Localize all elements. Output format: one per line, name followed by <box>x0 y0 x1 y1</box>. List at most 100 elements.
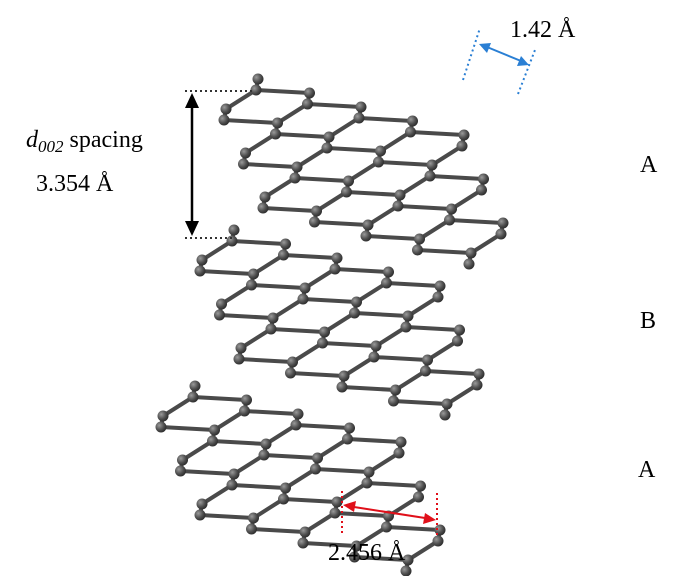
carbon-bond <box>281 497 339 504</box>
carbon-atom <box>319 326 330 338</box>
carbon-bond <box>365 481 423 488</box>
carbon-atom <box>439 409 451 421</box>
carbon-atom <box>361 477 373 489</box>
carbon-bond <box>212 409 247 432</box>
carbon-bond <box>447 218 505 225</box>
carbon-bond <box>345 437 403 444</box>
carbon-atom <box>218 114 230 126</box>
carbon-bond <box>342 355 376 378</box>
carbon-bond <box>469 232 503 255</box>
carbon-atom <box>393 447 405 459</box>
carbon-atom <box>415 480 426 492</box>
carbon-bond <box>376 160 434 167</box>
carbon-atom <box>248 512 259 524</box>
carbon-atom <box>297 537 309 549</box>
carbon-atom <box>373 156 384 168</box>
spacing-arrow-head-bottom <box>185 221 199 236</box>
carbon-bond <box>417 218 452 241</box>
carbon-atom <box>233 353 245 365</box>
carbon-bond <box>237 357 295 364</box>
bond-arrow-head-right <box>517 56 529 66</box>
carbon-bond <box>430 144 464 167</box>
carbon-atom <box>285 367 296 379</box>
carbon-atom <box>351 296 362 308</box>
carbon-atom <box>495 228 507 240</box>
carbon-bond <box>290 341 325 364</box>
carbon-bond <box>366 204 400 227</box>
carbon-bond <box>449 188 484 211</box>
carbon-atom <box>196 498 208 510</box>
carbon-bond <box>180 439 215 462</box>
carbon-atom <box>395 436 407 448</box>
carbon-bond <box>288 371 346 378</box>
carbon-atom <box>312 452 323 464</box>
carbon-atom <box>241 394 252 406</box>
carbon-atom <box>270 128 281 140</box>
carbon-atom <box>446 203 457 215</box>
carbon-bond <box>374 325 408 348</box>
carbon-bond <box>357 116 415 123</box>
carbon-atom <box>390 384 401 396</box>
carbon-atom <box>297 293 309 305</box>
carbon-atom <box>452 335 463 347</box>
carbon-bond <box>230 239 288 246</box>
carbon-bond <box>335 481 369 504</box>
carbon-atom <box>341 186 352 198</box>
carbon-bond <box>312 220 370 227</box>
carbon-atom <box>434 524 446 536</box>
carbon-atom <box>216 298 227 310</box>
carbon-atom <box>497 217 509 229</box>
carbon-atom <box>402 310 414 322</box>
carbon-atom <box>155 421 167 433</box>
carbon-atom <box>228 224 240 236</box>
lattice-arrow-head-right <box>423 513 436 524</box>
carbon-atom <box>248 268 259 280</box>
carbon-bond <box>325 146 383 153</box>
carbon-atom <box>177 454 188 466</box>
carbon-atom <box>476 184 487 196</box>
spacing-arrow-head-top <box>185 93 199 108</box>
carbon-atom <box>196 254 208 266</box>
carbon-bond <box>243 132 278 155</box>
bond-arrow-head-left <box>479 43 491 53</box>
carbon-atom <box>321 142 333 154</box>
carbon-bond <box>293 176 351 183</box>
carbon-atom <box>463 258 475 270</box>
carbon-bond <box>408 130 466 137</box>
carbon-bond <box>264 423 298 446</box>
carbon-bond <box>161 395 195 418</box>
carbon-bond <box>378 130 413 153</box>
carbon-atom <box>478 173 489 185</box>
carbon-bond <box>372 355 430 362</box>
carbon-atom <box>434 280 446 292</box>
carbon-bond <box>249 283 307 290</box>
carbon-atom <box>250 84 262 96</box>
carbon-atom <box>309 216 320 228</box>
carbon-bond <box>261 206 319 213</box>
carbon-atom <box>353 112 365 124</box>
carbon-atom <box>424 170 436 182</box>
carbon-bond <box>384 525 442 532</box>
carbon-bond <box>198 269 256 276</box>
carbon-atom <box>458 129 470 141</box>
carbon-bond <box>159 425 217 432</box>
carbon-bond <box>313 467 371 474</box>
carbon-atom <box>441 398 453 410</box>
carbon-atom <box>473 368 485 380</box>
carbon-atom <box>257 202 269 214</box>
carbon-bond <box>263 176 297 199</box>
carbon-bond <box>327 116 361 139</box>
spacing-word: spacing <box>70 127 143 153</box>
carbon-atom <box>407 115 418 127</box>
carbon-atom <box>465 247 477 259</box>
carbon-atom <box>454 324 465 336</box>
carbon-atom <box>414 233 425 245</box>
carbon-atom <box>362 219 374 231</box>
carbon-atom <box>444 214 455 226</box>
carbon-atom <box>349 551 360 563</box>
carbon-bond <box>406 295 440 318</box>
carbon-atom <box>157 410 169 422</box>
carbon-atom <box>388 395 399 407</box>
